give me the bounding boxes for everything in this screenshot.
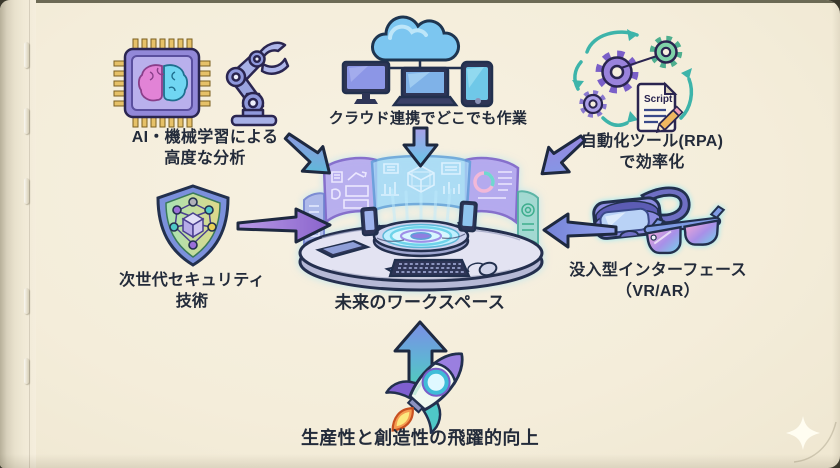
gear-green <box>649 35 683 69</box>
binding-stitch <box>24 288 29 314</box>
ai-chip-icon <box>113 38 211 128</box>
label-line: 未来のワークスペース <box>334 293 506 312</box>
label-line: で効率化 <box>619 154 685 171</box>
arrow-from-ai <box>283 132 331 175</box>
script-document-icon: Script <box>636 81 684 134</box>
label-line: クラウド連携でどこでも作業 <box>328 110 528 127</box>
label-line: （VR/AR） <box>616 283 700 300</box>
keyboard <box>388 258 471 278</box>
page-curl-line <box>793 421 837 463</box>
label-line: 生産性と創造性の飛躍的向上 <box>301 428 539 448</box>
security-shield-icon <box>156 184 230 267</box>
label-line: 没入型インターフェース <box>569 262 747 279</box>
standing-phone-right <box>457 200 478 233</box>
sparkle-icon <box>786 416 820 450</box>
gear-small <box>579 90 607 118</box>
binding-stitch <box>24 108 29 134</box>
arrow-from-security <box>236 207 332 244</box>
page-top-edge <box>0 0 840 3</box>
label-rpa-automation: 自動化ツール(RPA) で効率化 <box>544 131 760 173</box>
page-spine <box>0 0 36 468</box>
standing-phone-left <box>360 206 381 237</box>
automation-gears-icon: Script <box>572 29 694 134</box>
arrow-from-vr <box>542 212 618 249</box>
binding-stitch <box>24 42 29 68</box>
label-productivity: 生産性と創造性の飛躍的向上 <box>280 427 560 450</box>
label-line: AI・機械学習による <box>131 129 279 146</box>
page-bottom-shadow <box>0 454 840 468</box>
label-security: 次世代セキュリティ 技術 <box>84 270 300 312</box>
spine-crease <box>29 0 30 468</box>
script-doc-text: Script <box>644 94 673 105</box>
label-ai-analysis: AI・機械学習による 高度な分析 <box>95 127 315 169</box>
binding-stitch <box>24 358 29 384</box>
arrow-from-rpa <box>540 134 587 176</box>
label-center-workspace: 未来のワークスペース <box>312 292 528 313</box>
cloud-devices-icon <box>341 15 494 108</box>
pencil-icon <box>655 105 684 134</box>
label-line: 次世代セキュリティ <box>119 272 265 289</box>
page-right-shadow <box>832 0 840 468</box>
label-line: 高度な分析 <box>164 150 246 167</box>
rocket-icon <box>385 352 464 435</box>
gear-large <box>595 50 639 94</box>
label-line: 技術 <box>175 293 209 310</box>
robot-arm-icon <box>225 41 290 127</box>
tablet-on-table <box>315 239 372 259</box>
ar-glasses-icon <box>643 205 726 255</box>
label-cloud-collaboration: クラウド連携でどこでも作業 <box>320 108 536 129</box>
mouse <box>467 261 498 277</box>
label-immersive: 没入型インターフェース （VR/AR） <box>550 260 766 302</box>
holo-pad <box>372 219 470 258</box>
arrow-from-cloud <box>402 126 439 168</box>
binding-stitch <box>24 178 29 204</box>
label-line: 自動化ツール(RPA) <box>580 133 724 150</box>
